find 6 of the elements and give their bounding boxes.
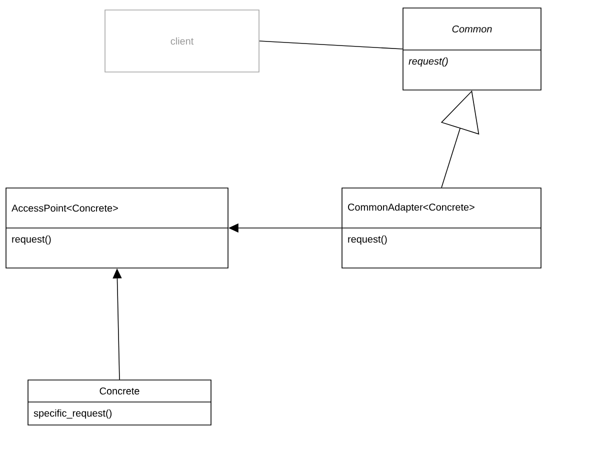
class-box: AccessPoint<Concrete> request() xyxy=(6,188,228,268)
class-box: client xyxy=(104,10,260,72)
class-box: Common request() xyxy=(402,8,542,90)
class-box: Concrete specific_request() xyxy=(28,380,212,426)
class-box: CommonAdapter<Concrete> request() xyxy=(342,188,542,268)
association-line xyxy=(259,40,403,50)
